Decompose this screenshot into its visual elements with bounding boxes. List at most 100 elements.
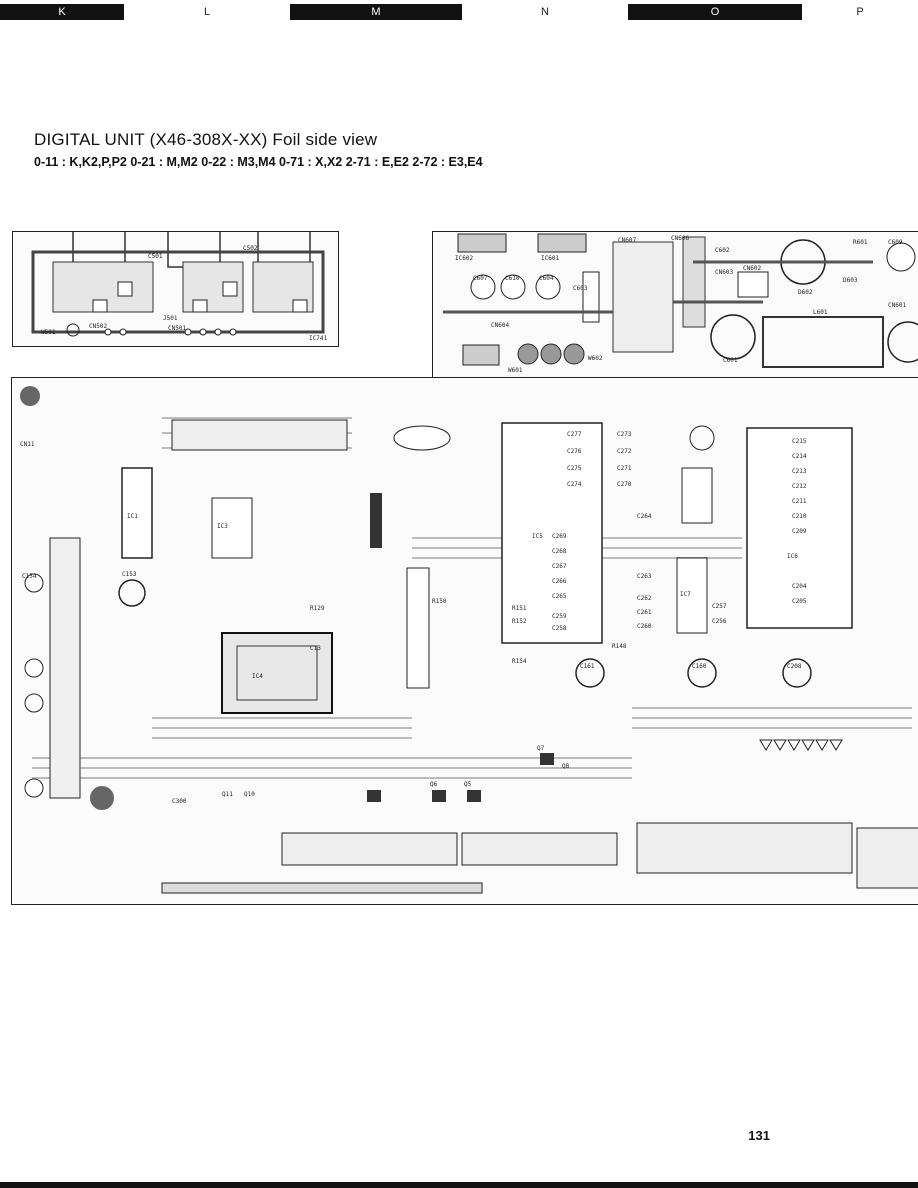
page-number: 131 (748, 1128, 770, 1143)
label-l601: L601 (813, 309, 828, 316)
label-c271: C271 (617, 465, 632, 472)
label-c215: C215 (792, 438, 807, 445)
label-cn607: CN607 (618, 237, 636, 244)
label-cn606: CN606 (671, 235, 689, 242)
label-cn502: CN502 (89, 323, 107, 330)
label-c604: C604 (539, 275, 554, 282)
label-ic741: IC741 (309, 335, 327, 342)
label-ic602: IC602 (455, 255, 473, 262)
label-cn604: CN604 (491, 322, 509, 329)
label-ic5: IC5 (532, 533, 543, 540)
label-c161: C161 (580, 663, 595, 670)
label-c211: C211 (792, 498, 807, 505)
label-c13: C13 (310, 645, 321, 652)
label-c272: C272 (617, 448, 632, 455)
label-c275: C275 (567, 465, 582, 472)
label-w602: W602 (588, 355, 603, 362)
label-q6: Q6 (430, 781, 438, 788)
label-q11: Q11 (222, 791, 233, 798)
label-c212: C212 (792, 483, 807, 490)
label-c154: C154 (22, 573, 37, 580)
label-c256: C256 (712, 618, 727, 625)
label-c267: C267 (552, 563, 567, 570)
connector-pins (104, 328, 237, 336)
label-cn601: CN601 (888, 302, 906, 309)
label-c273: C273 (617, 431, 632, 438)
label-c501: C501 (148, 253, 163, 260)
grid-column-k: K (0, 4, 124, 20)
grid-column-o: O (628, 4, 802, 20)
label-c259: C259 (552, 613, 567, 620)
connector-board: W501 CN502 J501 CN501 IC741 C501 C502 (12, 231, 339, 347)
grid-reference-bar: K L M N O P (0, 4, 918, 20)
label-c213: C213 (792, 468, 807, 475)
label-c607: C607 (473, 275, 488, 282)
grid-column-p: P (802, 4, 918, 20)
label-q10: Q10 (244, 791, 255, 798)
label-c160: C160 (692, 663, 707, 670)
label-ic4: IC4 (252, 673, 263, 680)
label-c601: C601 (723, 357, 738, 364)
label-c209: C209 (792, 528, 807, 535)
label-cn11: CN11 (20, 441, 35, 448)
label-c214: C214 (792, 453, 807, 460)
bottom-rule (0, 1182, 918, 1188)
label-cn602: CN602 (743, 265, 761, 272)
label-r151: R151 (512, 605, 527, 612)
label-c266: C266 (552, 578, 567, 585)
label-d603: D603 (843, 277, 858, 284)
power-board: CN607 CN606 IC602 IC601 C607 C610 C604 C… (432, 231, 918, 378)
label-ic6: IC6 (787, 553, 798, 560)
label-r129: R129 (310, 605, 325, 612)
label-c274: C274 (567, 481, 582, 488)
label-c257: C257 (712, 603, 727, 610)
label-c603: C603 (573, 285, 588, 292)
label-cn501: CN501 (168, 325, 186, 332)
destination-codes: 0-11 : K,K2,P,P2 0-21 : M,M2 0-22 : M3,M… (34, 155, 483, 169)
label-c602: C602 (715, 247, 730, 254)
grid-column-m: M (290, 4, 462, 20)
label-c269: C269 (552, 533, 567, 540)
label-c264: C264 (637, 513, 652, 520)
page-title: DIGITAL UNIT (X46-308X-XX) Foil side vie… (34, 130, 378, 149)
label-c258: C258 (552, 625, 567, 632)
label-c262: C262 (637, 595, 652, 602)
label-r148: R148 (612, 643, 627, 650)
label-c153: C153 (122, 571, 137, 578)
label-ic7: IC7 (680, 591, 691, 598)
label-c277: C277 (567, 431, 582, 438)
connector-board-layout: W501 CN502 J501 CN501 IC741 C501 C502 (31, 232, 327, 342)
grid-column-n: N (462, 4, 628, 20)
label-ic3: IC3 (217, 523, 228, 530)
label-w501: W501 (41, 329, 56, 336)
label-c205: C205 (792, 598, 807, 605)
main-digital-board: CN11 IC1 C153 C154 R150 R148 IC5 C161 C1… (11, 377, 918, 905)
label-c502: C502 (243, 245, 258, 252)
label-c210: C210 (792, 513, 807, 520)
label-c609: C609 (888, 239, 903, 246)
label-j501: J501 (163, 315, 178, 322)
label-q5: Q5 (464, 781, 472, 788)
grid-column-l: L (124, 4, 290, 20)
label-w601: W601 (508, 367, 523, 374)
label-ic1: IC1 (127, 513, 138, 520)
label-r150: R150 (432, 598, 447, 605)
main-board-layout: CN11 IC1 C153 C154 R150 R148 IC5 C161 C1… (20, 386, 918, 894)
label-c276: C276 (567, 448, 582, 455)
label-r152: R152 (512, 618, 527, 625)
label-c204: C204 (792, 583, 807, 590)
label-c260: C260 (637, 623, 652, 630)
label-q7: Q7 (537, 745, 545, 752)
label-q8: Q8 (562, 763, 570, 770)
label-r601: R601 (853, 239, 868, 246)
label-c268: C268 (552, 548, 567, 555)
label-c265: C265 (552, 593, 567, 600)
label-cn603: CN603 (715, 269, 733, 276)
label-c610: C610 (505, 275, 520, 282)
label-r154: R154 (512, 658, 527, 665)
label-c300: C300 (172, 798, 187, 805)
diode-row (759, 739, 843, 751)
label-ic601: IC601 (541, 255, 559, 262)
power-board-layout: CN607 CN606 IC602 IC601 C607 C610 C604 C… (443, 233, 918, 374)
label-c261: C261 (637, 609, 652, 616)
